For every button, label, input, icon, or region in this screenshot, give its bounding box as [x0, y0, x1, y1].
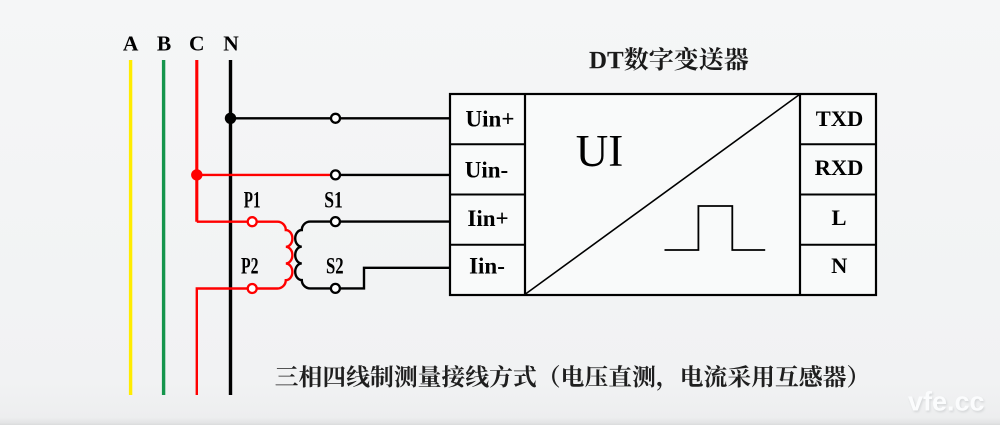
svg-text:Iin-: Iin-	[469, 253, 505, 278]
svg-text:P2: P2	[241, 254, 259, 279]
svg-text:L: L	[831, 205, 846, 230]
svg-text:S2: S2	[326, 254, 344, 279]
svg-text:Uin+: Uin+	[466, 106, 515, 131]
svg-text:N: N	[223, 31, 239, 55]
svg-text:TXD: TXD	[816, 106, 864, 131]
svg-text:S1: S1	[324, 188, 343, 213]
svg-text:C: C	[189, 31, 205, 55]
svg-text:N: N	[831, 253, 847, 278]
svg-text:Uin-: Uin-	[465, 158, 508, 183]
svg-text:P1: P1	[244, 187, 261, 212]
svg-text:Iin+: Iin+	[467, 206, 508, 231]
svg-text:A: A	[123, 31, 139, 55]
svg-text:B: B	[157, 31, 171, 55]
svg-text:UI: UI	[576, 126, 623, 176]
svg-text:vfe.cc: vfe.cc	[909, 388, 986, 418]
svg-text:RXD: RXD	[815, 155, 864, 180]
svg-text:vfe.cc: vfe.cc	[908, 387, 985, 417]
